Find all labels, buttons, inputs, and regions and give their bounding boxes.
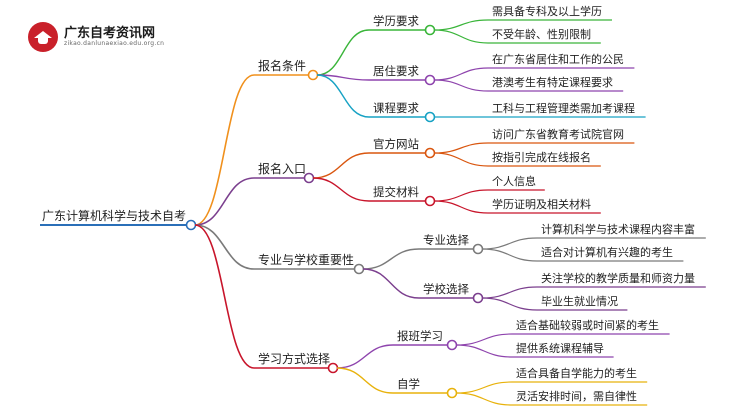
child-dot (424, 195, 436, 207)
leaf-label: 按指引完成在线报名 (492, 150, 591, 164)
branch-dot (327, 362, 339, 374)
child-connector (362, 268, 420, 299)
leaf-connector (455, 381, 513, 394)
child-connector (316, 29, 370, 76)
child-connector (316, 74, 370, 118)
leaf-connector (481, 237, 538, 250)
leaf-label: 在广东省居住和工作的公民 (492, 52, 624, 66)
leaf-label: 不受年龄、性别限制 (492, 27, 591, 41)
root-node-label: 广东计算机科学与技术自考 (42, 208, 186, 223)
child-label: 自学 (397, 377, 420, 391)
logo-subtitle: zikao.danlunaexiao.edu.org.cn (64, 40, 165, 47)
leaf-label: 适合具备自学能力的考生 (516, 366, 637, 380)
child-label: 专业选择 (423, 233, 469, 247)
leaf-label: 访问广东省教育考试院官网 (492, 127, 624, 141)
branch-connector (194, 224, 255, 369)
child-connector (336, 367, 394, 394)
leaf-connector (433, 67, 489, 81)
branch-label: 报名入口 (258, 161, 306, 176)
child-dot (424, 74, 436, 86)
graduation-cap-icon (28, 22, 58, 52)
child-connector (312, 177, 370, 202)
leaf-label: 关注学校的教学质量和师资力量 (541, 271, 695, 285)
branch-dot (353, 263, 365, 275)
child-label: 官方网站 (373, 137, 419, 151)
child-dot (446, 387, 458, 399)
leaf-connector (455, 333, 513, 346)
child-dot (424, 147, 436, 159)
leaf-connector (481, 286, 538, 299)
child-dot (472, 243, 484, 255)
leaf-label: 毕业生就业情况 (541, 294, 618, 308)
child-label: 报班学习 (397, 329, 443, 343)
leaf-connector (433, 152, 489, 167)
leaf-connector (433, 142, 489, 154)
leaf-connector (455, 392, 513, 406)
site-logo: 广东自考资讯网 zikao.danlunaexiao.edu.org.cn (28, 20, 168, 54)
child-label: 学校选择 (423, 282, 469, 296)
leaf-label: 适合基础较弱或时间紧的考生 (516, 318, 659, 332)
leaf-label: 灵活安排时间，需自律性 (516, 389, 637, 403)
child-label: 提交材料 (373, 185, 419, 199)
child-connector (336, 344, 394, 369)
root-node-dot (185, 219, 197, 231)
child-dot (424, 111, 436, 123)
branch-dot (307, 69, 319, 81)
leaf-connector (481, 248, 538, 262)
leaf-label: 个人信息 (492, 174, 536, 188)
leaf-connector (455, 344, 513, 358)
leaf-label: 提供系统课程辅导 (516, 341, 604, 355)
leaf-connector (481, 297, 538, 311)
leaf-label: 需具备专科及以上学历 (492, 4, 602, 18)
child-dot (446, 339, 458, 351)
leaf-connector (433, 189, 489, 202)
child-connector (362, 248, 420, 270)
child-label: 居住要求 (373, 64, 419, 78)
branch-dot (303, 172, 315, 184)
branch-connector (194, 74, 255, 226)
logo-title: 广东自考资讯网 (64, 26, 156, 41)
leaf-connector (433, 19, 489, 31)
branch-label: 专业与学校重要性 (258, 252, 354, 267)
leaf-label: 工科与工程管理类需加考课程 (492, 101, 635, 115)
leaf-label: 计算机科学与技术课程内容丰富 (541, 222, 695, 236)
child-dot (424, 24, 436, 36)
leaf-label: 学历证明及相关材料 (492, 197, 591, 211)
branch-label: 学习方式选择 (258, 351, 330, 366)
branch-connector (194, 177, 255, 226)
leaf-connector (433, 200, 489, 214)
child-label: 课程要求 (373, 101, 419, 115)
leaf-connector (433, 79, 489, 92)
child-label: 学历要求 (373, 14, 419, 28)
leaf-connector (433, 29, 489, 44)
leaf-label: 港澳考生有特定课程要求 (492, 75, 613, 89)
branch-connector (194, 224, 255, 270)
leaf-label: 适合对计算机有兴趣的考生 (541, 245, 673, 259)
branch-label: 报名条件 (258, 58, 306, 73)
child-dot (472, 292, 484, 304)
child-connector (312, 152, 370, 179)
